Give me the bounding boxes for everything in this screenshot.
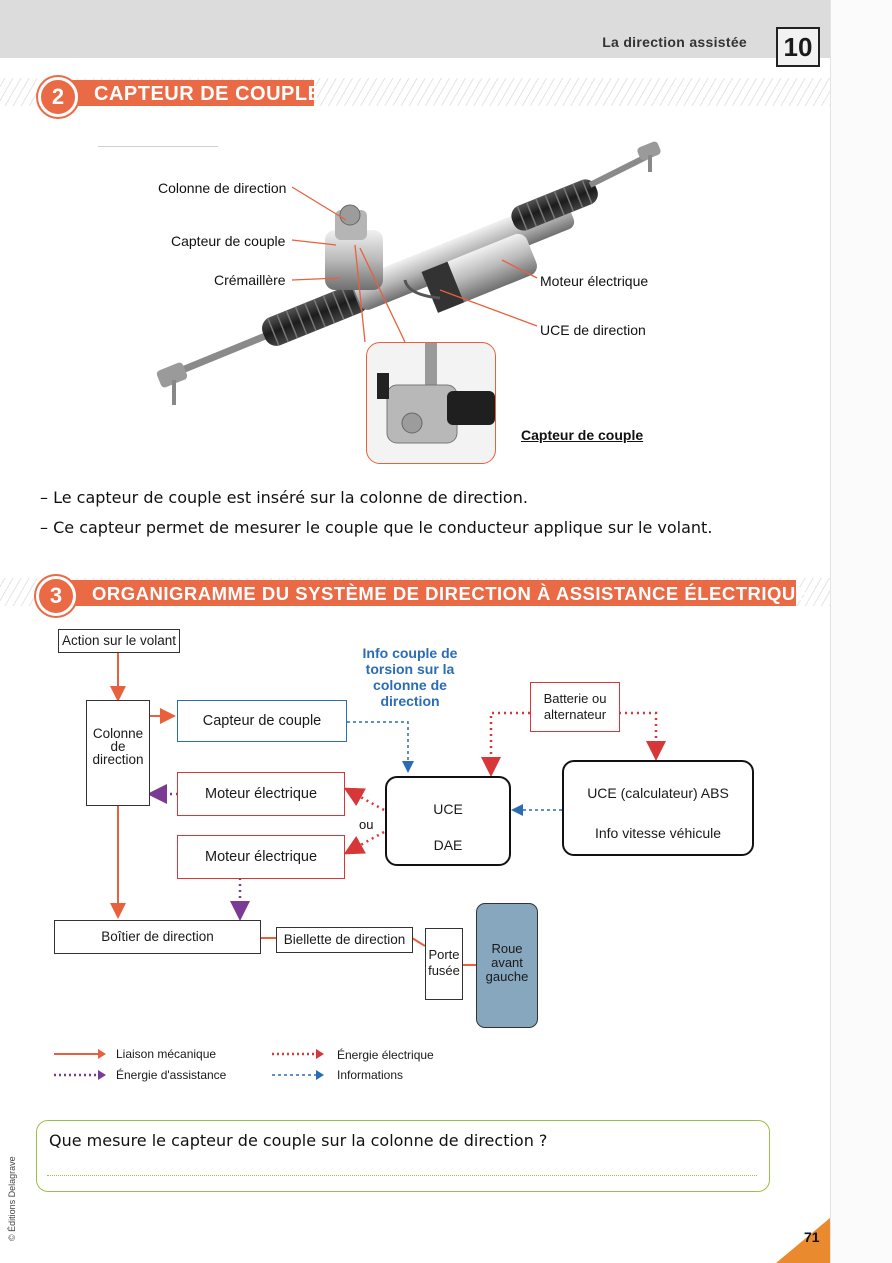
section2-rule xyxy=(98,146,218,147)
page-number-tab xyxy=(776,1218,830,1263)
box-colonne-direction: Colonne de direction xyxy=(86,700,150,806)
box-porte-fusee: Porte fusée xyxy=(425,928,463,1000)
colonne-direction-text: Colonne de direction xyxy=(92,726,144,767)
uce-text: UCE xyxy=(433,801,463,817)
box-uce-dae: UCE DAE xyxy=(385,776,511,866)
chapter-number: 10 xyxy=(776,27,820,67)
copyright: © Éditions Delagrave xyxy=(7,1156,17,1241)
legend-mecanique-line xyxy=(54,1049,106,1059)
legend-mecanique: Liaison mécanique xyxy=(116,1047,217,1061)
top-band xyxy=(0,0,836,58)
torque-sensor-closeup xyxy=(377,343,495,444)
label-ou: ou xyxy=(359,817,374,832)
flowchart-connectors xyxy=(110,653,666,966)
question-text: Que mesure le capteur de couple sur la c… xyxy=(49,1131,548,1150)
page-edge xyxy=(830,0,892,1263)
section2-number: 2 xyxy=(38,77,78,117)
bullet-2: – Ce capteur permet de mesurer le couple… xyxy=(40,518,713,537)
box-biellette-direction: Biellette de direction xyxy=(276,927,413,953)
box-moteur-electrique-1: Moteur électrique xyxy=(177,772,345,816)
legend-assistance: Énergie d'assistance xyxy=(116,1068,227,1082)
box-batterie: Batterie ou alternateur xyxy=(530,682,620,732)
bullet-1: – Le capteur de couple est inséré sur la… xyxy=(40,488,528,507)
legend-informations-line xyxy=(272,1070,324,1080)
box-roue-avant-gauche: Roue avant gauche xyxy=(476,903,538,1028)
legend-assistance-line xyxy=(54,1070,106,1080)
steering-rack-illustration xyxy=(156,141,661,405)
abs-text: UCE (calculateur) ABS xyxy=(587,785,729,801)
box-boitier-direction: Boîtier de direction xyxy=(54,920,261,954)
page-number: 71 xyxy=(804,1229,820,1245)
info-couple-label: Info couple de torsion sur la colonne de… xyxy=(362,645,458,709)
label-cremaillere: Crémaillère xyxy=(214,272,286,288)
box-capteur-couple: Capteur de couple xyxy=(177,700,347,742)
box-moteur-electrique-2: Moteur électrique xyxy=(177,835,345,879)
legend-informations: Informations xyxy=(337,1068,404,1082)
legend-electrique-line xyxy=(272,1049,324,1059)
section3-number: 3 xyxy=(36,576,76,616)
section3-title: ORGANIGRAMME DU SYSTÈME DE DIRECTION À A… xyxy=(48,580,808,606)
box-uce-abs: UCE (calculateur) ABS Info vitesse véhic… xyxy=(562,760,754,856)
label-uce-direction: UCE de direction xyxy=(540,322,646,338)
vitesse-text: Info vitesse véhicule xyxy=(594,825,722,841)
answer-line[interactable] xyxy=(47,1175,757,1176)
question-box: Que mesure le capteur de couple sur la c… xyxy=(36,1120,770,1192)
legend-electrique: Énergie électrique xyxy=(337,1048,434,1062)
box-action-volant: Action sur le volant xyxy=(58,629,180,653)
running-title: La direction assistée xyxy=(602,34,747,50)
dae-text: DAE xyxy=(433,837,463,853)
label-capteur-couple: Capteur de couple xyxy=(171,233,286,249)
section2-title: CAPTEUR DE COUPLE xyxy=(50,80,321,106)
label-colonne-direction: Colonne de direction xyxy=(158,180,287,196)
inset-photo xyxy=(366,342,496,464)
inset-caption: Capteur de couple xyxy=(521,427,644,443)
label-moteur-electrique: Moteur électrique xyxy=(540,273,649,289)
